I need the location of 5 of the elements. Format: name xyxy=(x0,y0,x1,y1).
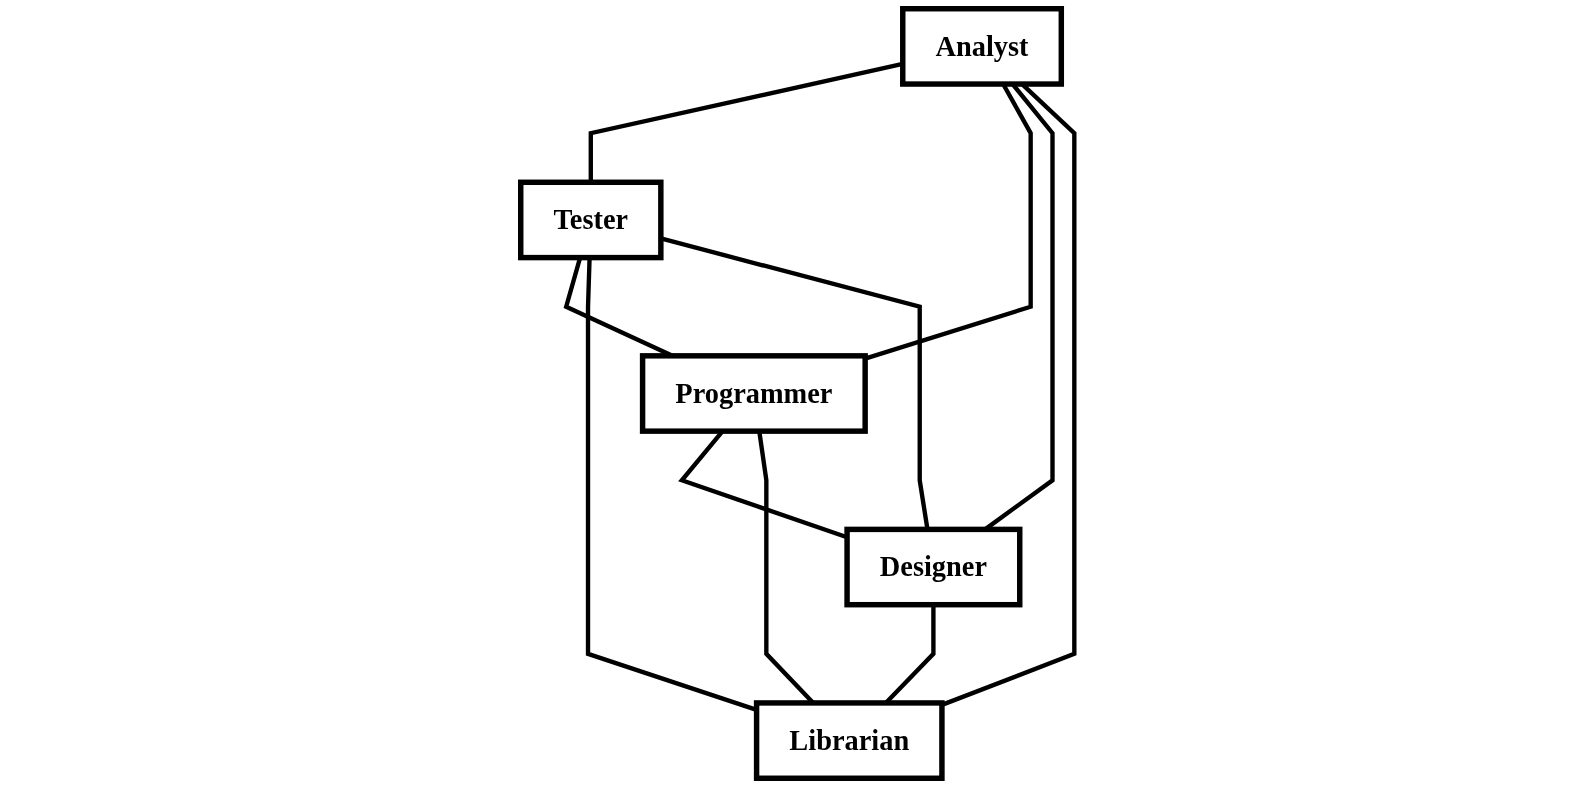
node-box: Designer xyxy=(844,526,1023,608)
node-box: Tester xyxy=(518,179,664,261)
node-box: Analyst xyxy=(900,6,1064,87)
node-box: Librarian xyxy=(753,700,945,781)
node-box: Programmer xyxy=(639,353,868,434)
